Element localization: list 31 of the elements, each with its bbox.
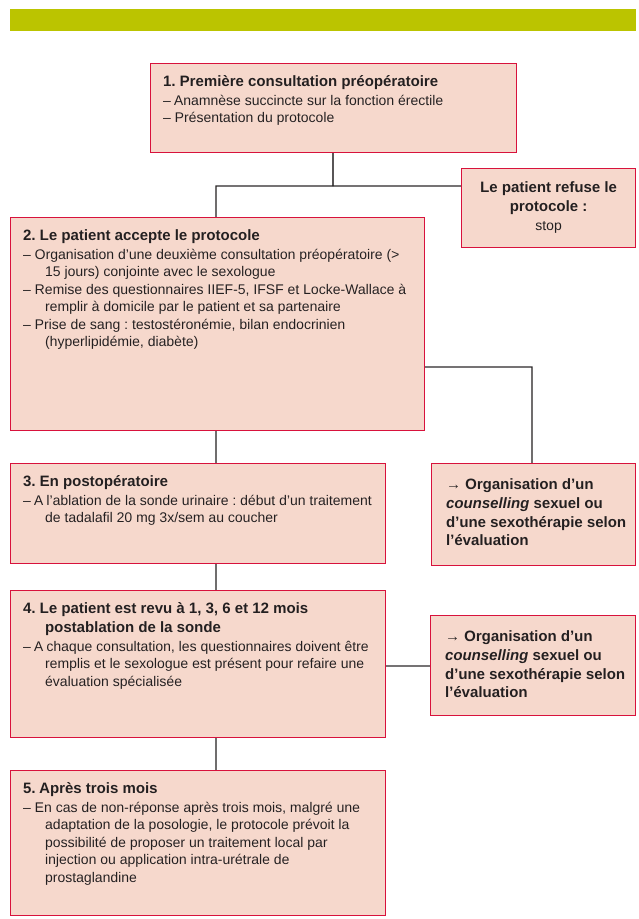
connector-line [332,153,461,187]
connector-line [425,366,533,463]
bullet-item: – Remise des questionnaires IIEF-5, IFSF et Locke-Wallace à remplir à domicile par le patient et sa partenaire [23,280,408,316]
connector-line [215,431,217,463]
bullet-item: – Prise de sang : testostéronémie, bilan endocrinien (hyperlipidémie, diabète) [23,316,346,351]
connector-line [215,564,217,590]
box-heading: 5. Après trois mois [23,780,158,799]
step-box [10,463,386,564]
box-heading: 1. Première consultation préopératoire [163,73,440,92]
bullet-item: – Organisation d’une deuxième consultation préopératoire (> 15 jours) conjointe avec le sexologue [23,246,400,281]
box-heading: Le patient refuse le protocole : [479,179,618,216]
bullet-item: – En cas de non-réponse après trois mois, malgré une adaptation de la posologie, le protocole prévoit la possibilité de proposer un traitement local par injection ou application intra-urétrale de prostaglandine [23,798,361,886]
bullet-item: – A chaque consultation, les questionnaires doivent être remplis et le sexologue est présent pour refaire une évaluation spécialisée [23,638,370,690]
step-box [10,770,386,916]
step-box [10,590,386,738]
box-heading: 4. Le patient est revu à 1, 3, 6 et 12 mois postablation de la sonde [23,600,310,638]
connector-line [386,665,430,667]
referral-box [431,463,636,566]
box-heading: → Organisation d’un counselling sexuel ou d’une sexothérapie selon l’évaluation [445,628,626,703]
box-heading: 3. En postopératoire [23,473,170,492]
box-text: stop [534,216,563,234]
step-box [150,63,517,153]
bullet-item: – Anamnèse succincte sur la fonction érectile [163,92,444,110]
outcome-box [461,168,636,248]
step-box [10,217,425,431]
referral-box [430,615,636,716]
bullet-item: – Présentation du protocole [163,109,336,127]
box-heading: 2. Le patient accepte le protocole [23,227,261,246]
bullet-item: – A l’ablation de la sonde urinaire : début d’un traitement de tadalafil 20 mg 3x/sem au coucher [23,492,373,527]
box-heading: → Organisation d’un counselling sexuel ou d’une sexothérapie selon l’évaluation [446,476,627,551]
connector-line [215,738,217,770]
